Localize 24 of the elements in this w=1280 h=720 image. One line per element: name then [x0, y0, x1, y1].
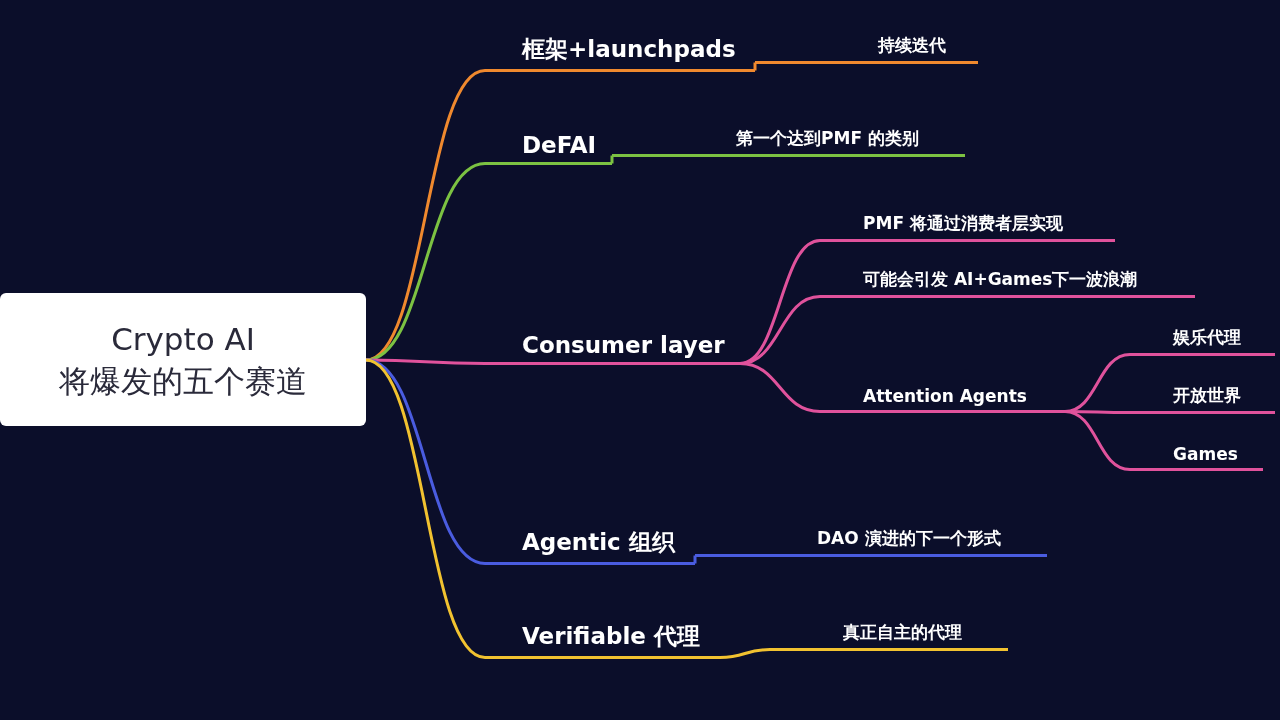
branch-label: PMF 将通过消费者层实现: [820, 206, 1115, 242]
branch-label: 开放世界: [1130, 378, 1275, 414]
title-box: Crypto AI 将爆发的五个赛道: [0, 293, 366, 426]
branch-label: Attention Agents: [820, 377, 1065, 413]
branch-label: DAO 演进的下一个形式: [695, 521, 1047, 557]
branch-label: 真正自主的代理: [770, 615, 1008, 651]
branch-line: [365, 162, 486, 362]
branch-line: [1064, 410, 1131, 471]
branch-line: [739, 362, 821, 413]
branch-label: 持续迭代: [755, 28, 978, 64]
branch-label: DeFAI: [485, 121, 612, 165]
branch-label: Agentic 组织: [485, 521, 695, 565]
branch-line: [365, 358, 486, 659]
branch-label: Games: [1130, 435, 1263, 471]
branch-line: [610, 155, 614, 164]
branch-label: Verifiable 代理: [485, 615, 720, 659]
branch-label: 娱乐代理: [1130, 320, 1275, 356]
branch-line: [693, 555, 697, 564]
branch-label: Consumer layer: [485, 321, 740, 365]
branch-line: [719, 648, 771, 659]
branch-line: [753, 62, 757, 71]
branch-label: 框架+launchpads: [485, 28, 755, 72]
branch-label: 可能会引发 AI+Games下一波浪潮: [820, 262, 1195, 298]
branch-label: 第一个达到PMF 的类别: [612, 121, 965, 157]
